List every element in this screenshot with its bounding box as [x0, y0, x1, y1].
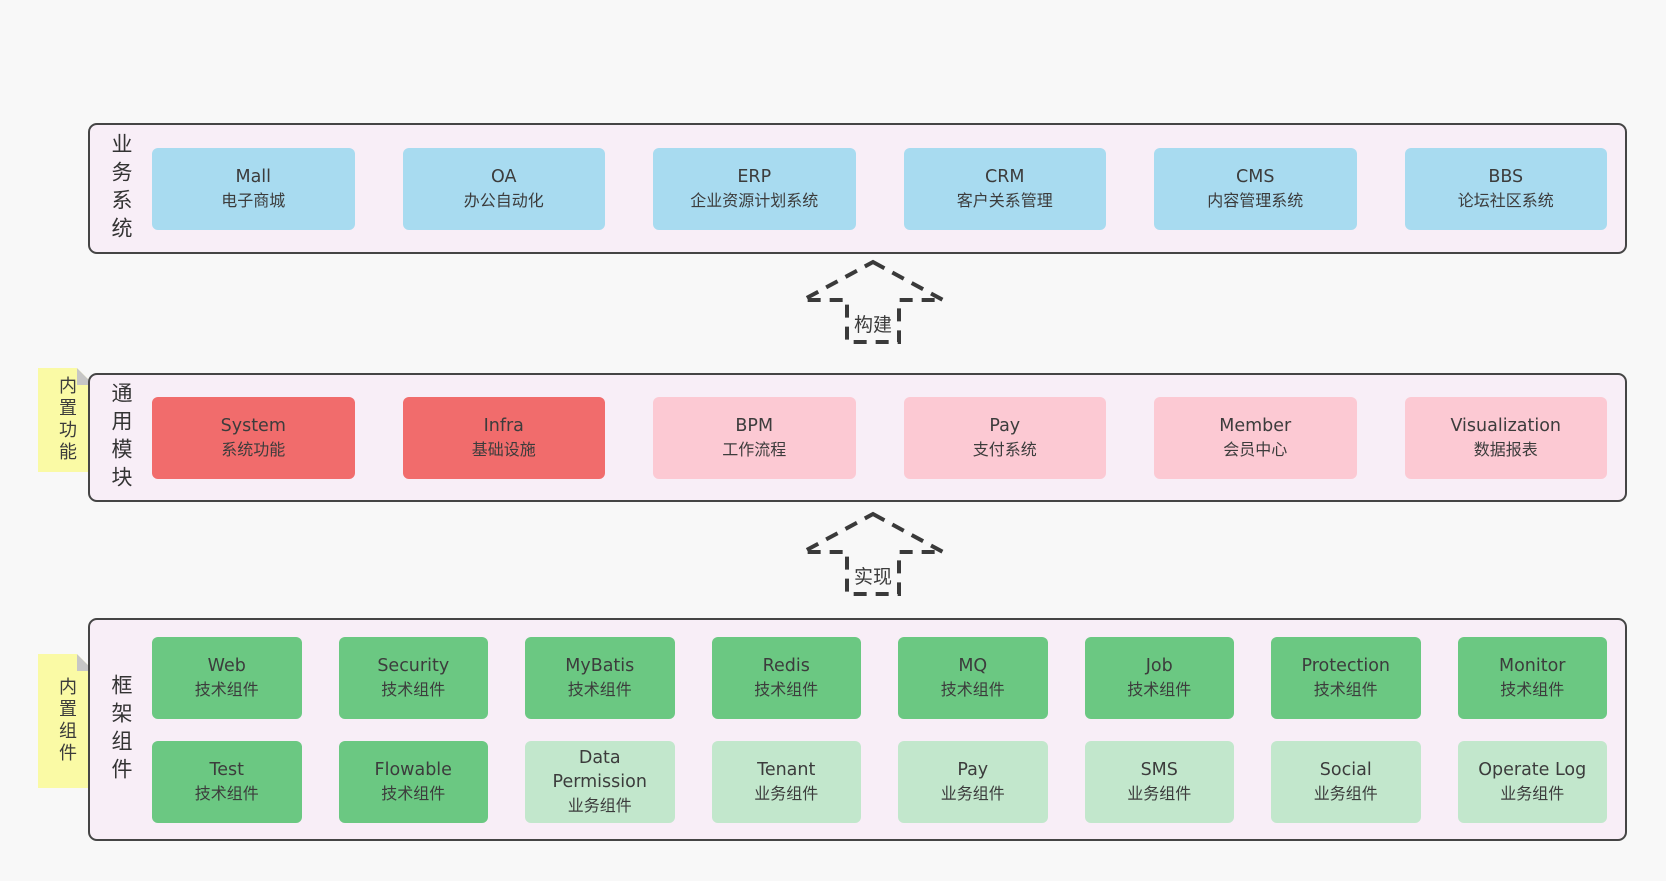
layer-label-framework-components: 框架组件 — [109, 673, 133, 786]
box-web: Web 技术组件 — [152, 636, 302, 719]
box-row: Web 技术组件 Security 技术组件 MyBatis 技术组件 Redi… — [152, 636, 1607, 719]
box-tenant: Tenant 业务组件 — [711, 740, 861, 823]
box-flowable: Flowable 技术组件 — [338, 740, 488, 823]
box-bbs: BBS 论坛社区系统 — [1404, 147, 1607, 230]
up-arrow-dashed-icon — [802, 511, 944, 596]
layer-label-common-modules: 通用模块 — [109, 381, 133, 494]
layer-content: System 系统功能 Infra 基础设施 BPM 工作流程 Pay 支付系统… — [152, 375, 1625, 500]
layer-business-systems: 业务系统 Mall 电子商城 OA 办公自动化 ERP 企业资源计划系统 CRM — [88, 123, 1627, 254]
layer-content: Web 技术组件 Security 技术组件 MyBatis 技术组件 Redi… — [152, 620, 1625, 839]
box-data-permission: Data Permission 业务组件 — [525, 740, 675, 823]
box-member: Member 会员中心 — [1154, 396, 1357, 479]
box-row: Mall 电子商城 OA 办公自动化 ERP 企业资源计划系统 CRM 客户关系… — [152, 147, 1607, 230]
up-arrow-dashed-icon — [802, 259, 944, 344]
build-arrow-label: 构建 — [850, 310, 896, 337]
box-mybatis: MyBatis 技术组件 — [525, 636, 675, 719]
box-sms: SMS 业务组件 — [1084, 740, 1234, 823]
box-crm: CRM 客户关系管理 — [903, 147, 1106, 230]
sticky-note-built-in-features: 内置功能 — [38, 368, 94, 472]
layer-common-modules: 通用模块 System 系统功能 Infra 基础设施 BPM 工作流程 Pay — [88, 373, 1627, 502]
box-mall: Mall 电子商城 — [152, 147, 355, 230]
implement-arrow-label: 实现 — [850, 562, 896, 589]
implement-arrow: 实现 — [798, 510, 948, 598]
box-protection: Protection 技术组件 — [1271, 636, 1421, 719]
box-job: Job 技术组件 — [1084, 636, 1234, 719]
box-visualization: Visualization 数据报表 — [1404, 396, 1607, 479]
box-row: Test 技术组件 Flowable 技术组件 Data Permission … — [152, 740, 1607, 823]
box-redis: Redis 技术组件 — [711, 636, 861, 719]
box-oa: OA 办公自动化 — [402, 147, 605, 230]
sticky-note-built-in-components: 内置组件 — [38, 654, 94, 788]
box-erp: ERP 企业资源计划系统 — [653, 147, 856, 230]
box-infra: Infra 基础设施 — [402, 396, 605, 479]
box-system: System 系统功能 — [152, 396, 355, 479]
box-operate-log: Operate Log 业务组件 — [1457, 740, 1607, 823]
box-row: System 系统功能 Infra 基础设施 BPM 工作流程 Pay 支付系统… — [152, 396, 1607, 479]
layer-framework-components: 框架组件 Web 技术组件 Security 技术组件 MyBatis 技术组件… — [88, 618, 1627, 841]
box-security: Security 技术组件 — [338, 636, 488, 719]
box-pay-business: Pay 业务组件 — [898, 740, 1048, 823]
sticky-note-label: 内置功能 — [56, 376, 77, 464]
box-monitor: Monitor 技术组件 — [1457, 636, 1607, 719]
box-bpm: BPM 工作流程 — [653, 396, 856, 479]
build-arrow: 构建 — [798, 258, 948, 346]
sticky-note-label: 内置组件 — [56, 677, 77, 765]
box-test: Test 技术组件 — [152, 740, 302, 823]
box-social: Social 业务组件 — [1271, 740, 1421, 823]
layer-content: Mall 电子商城 OA 办公自动化 ERP 企业资源计划系统 CRM 客户关系… — [152, 125, 1625, 252]
box-cms: CMS 内容管理系统 — [1154, 147, 1357, 230]
box-pay: Pay 支付系统 — [903, 396, 1106, 479]
box-mq: MQ 技术组件 — [898, 636, 1048, 719]
layer-label-business-systems: 业务系统 — [109, 132, 133, 245]
